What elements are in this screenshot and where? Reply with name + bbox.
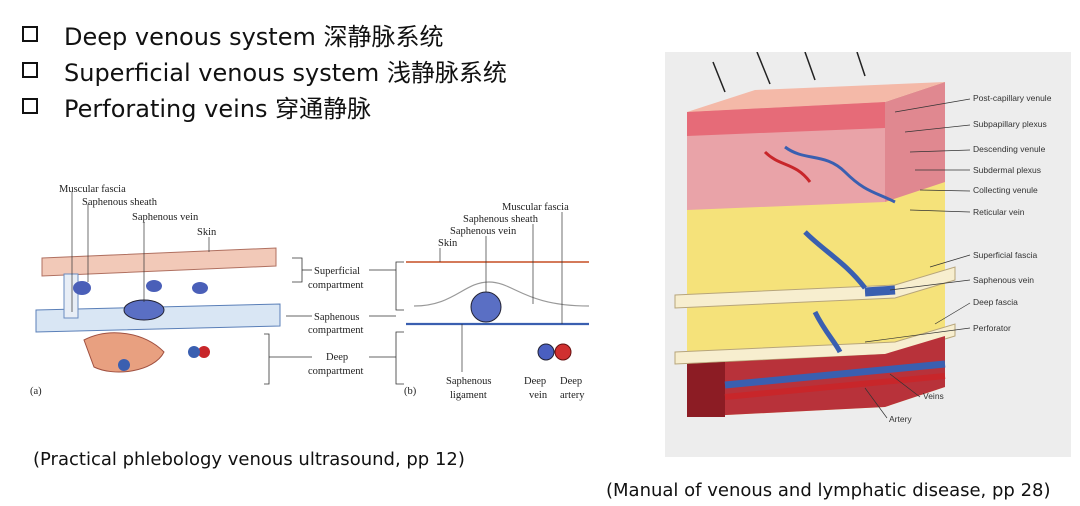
label-saphenous-sheath-a: Saphenous sheath <box>82 197 158 208</box>
tissue-block-diagram: Post-capillary venule Subpapillary plexu… <box>674 51 1052 424</box>
deep-vein-line <box>724 360 946 389</box>
fascia-layer <box>35 303 281 333</box>
compartment-figure: Muscular fascia Saphenous sheath Sapheno… <box>14 162 610 420</box>
dermis-side <box>885 82 945 202</box>
plexus-artery <box>763 150 812 183</box>
bullet-list: Deep venous system 深静脉系统 Superficial ven… <box>22 16 507 124</box>
vein-a <box>188 346 200 358</box>
label-post-capillary-venule: Post-capillary venule <box>973 93 1052 103</box>
label-collecting-venule: Collecting venule <box>973 185 1038 195</box>
label-saphenous-vein-a: Saphenous vein <box>132 212 199 223</box>
checkbox-icon <box>22 26 38 42</box>
label-reticular-vein: Reticular vein <box>973 207 1025 217</box>
panel-b-label: (b) <box>404 386 417 397</box>
label-veins: Veins <box>923 391 944 401</box>
vein-a2 <box>118 359 130 371</box>
label-artery: Artery <box>889 414 912 424</box>
label-deep-artery-1: Deep <box>560 376 582 387</box>
label-skin-b: Skin <box>438 238 458 249</box>
artery-a <box>198 346 210 358</box>
deep-vein-circle <box>537 343 555 361</box>
label-superficial-fascia: Superficial fascia <box>973 250 1038 260</box>
label-saphenous-vein: Saphenous vein <box>973 275 1034 285</box>
deep-artery-line <box>724 373 946 400</box>
label-subdermal-plexus: Subdermal plexus <box>973 165 1041 175</box>
label-muscular-fascia-b: Muscular fascia <box>502 202 569 213</box>
vessel <box>146 280 162 292</box>
bullet-item: Deep venous system 深静脉系统 <box>22 16 507 52</box>
figure2-caption: (Manual of venous and lymphatic disease,… <box>606 480 1051 501</box>
skin-top <box>687 82 945 112</box>
label-muscular-fascia-a: Muscular fascia <box>59 184 126 195</box>
label-deep-vein-1: Deep <box>524 376 546 387</box>
sheath <box>63 273 79 319</box>
figure1-caption: (Practical phlebology venous ultrasound,… <box>33 449 465 470</box>
checkbox-icon <box>22 98 38 114</box>
label-superficial: Superficial <box>314 266 360 277</box>
plexus-vein <box>784 145 896 204</box>
saphenous-vein-line <box>864 285 896 297</box>
label-saphenous-sheath-b: Saphenous sheath <box>463 214 539 225</box>
panel-a-label: (a) <box>30 386 42 397</box>
bullet-text: Superficial venous system 浅静脉系统 <box>64 58 507 87</box>
label-deep-vein-2: vein <box>529 390 548 401</box>
label-compartment-1: compartment <box>308 280 363 291</box>
bullet-text: Deep venous system 深静脉系统 <box>64 22 444 51</box>
muscle <box>83 332 165 373</box>
superficial-fascia <box>674 266 956 309</box>
muscle-front <box>687 362 725 417</box>
label-compartment-2: compartment <box>308 325 363 336</box>
compartment-diagram: Muscular fascia Saphenous sheath Sapheno… <box>30 184 590 401</box>
vessel <box>192 282 208 294</box>
vessel <box>73 281 91 295</box>
deep-artery-circle <box>554 343 572 361</box>
label-deep-artery-2: artery <box>560 390 585 401</box>
skin-layer <box>41 247 277 277</box>
saphenous-vein-b <box>470 291 502 323</box>
sheath-b <box>413 281 590 307</box>
label-descending-venule: Descending venule <box>973 144 1046 154</box>
label-compartment-3: compartment <box>308 366 363 377</box>
label-deep-fascia: Deep fascia <box>973 297 1018 307</box>
label-saphenous-vein-b: Saphenous vein <box>450 226 517 237</box>
reticular-vein <box>803 230 867 290</box>
label-perforator: Perforator <box>973 323 1011 333</box>
label-subpapillary-plexus: Subpapillary plexus <box>973 119 1047 129</box>
label-saphenous: Saphenous <box>314 312 360 323</box>
epidermis <box>687 102 885 136</box>
label-deep: Deep <box>326 352 348 363</box>
bullet-item: Superficial venous system 浅静脉系统 <box>22 52 507 88</box>
label-skin-a: Skin <box>197 227 217 238</box>
perforator-vein <box>812 310 843 354</box>
label-saphenous-ligament-2: ligament <box>450 390 487 401</box>
checkbox-icon <box>22 62 38 78</box>
label-saphenous-ligament-1: Saphenous <box>446 376 492 387</box>
bullet-text: Perforating veins 穿通静脉 <box>64 94 372 123</box>
bullet-item: Perforating veins 穿通静脉 <box>22 88 507 124</box>
tissue-block-figure: Post-capillary venule Subpapillary plexu… <box>665 51 1071 457</box>
saphenous-vein-a <box>123 299 165 321</box>
